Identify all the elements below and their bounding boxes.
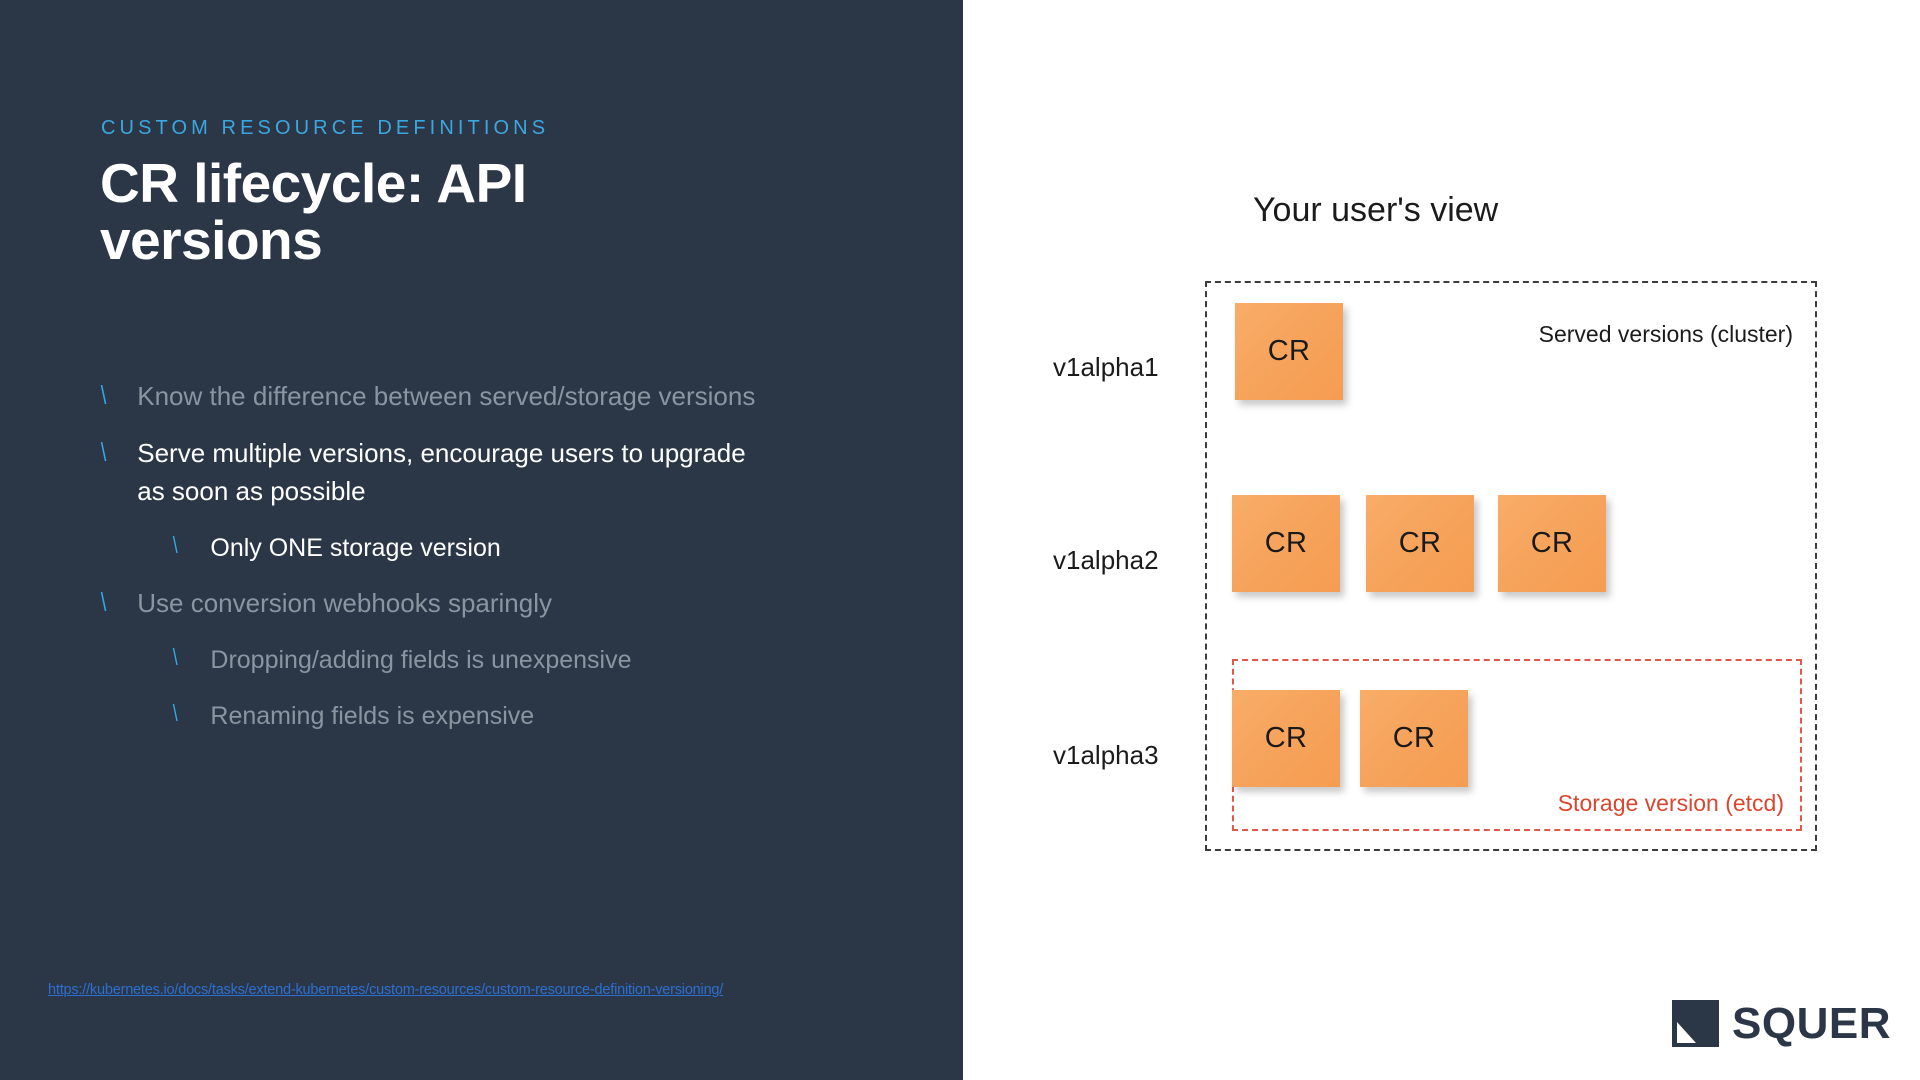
diagram-title: Your user's view bbox=[1253, 191, 1499, 229]
version-label-v1alpha3: v1alpha3 bbox=[1053, 740, 1159, 770]
served-versions-label: Served versions (cluster) bbox=[1538, 321, 1793, 347]
source-link[interactable]: https://kubernetes.io/docs/tasks/extend-… bbox=[48, 982, 724, 998]
list-item: \ Dropping/adding fields is unexpensive bbox=[100, 642, 830, 679]
list-item: \ Serve multiple versions, encourage use… bbox=[100, 435, 830, 511]
page-title: CR lifecycle: API versions bbox=[100, 152, 527, 271]
cr-card: CR bbox=[1366, 495, 1474, 592]
squer-mark-icon bbox=[1672, 1000, 1719, 1047]
list-item-label: Only ONE storage version bbox=[210, 533, 501, 562]
list-item-label: Know the difference between served/stora… bbox=[137, 381, 756, 411]
squer-wordmark: SQUER bbox=[1732, 998, 1891, 1048]
version-label-v1alpha1: v1alpha1 bbox=[1053, 352, 1159, 382]
list-item-label: Serve multiple versions, encourage users… bbox=[137, 437, 746, 506]
backslash-bullet-icon: \ bbox=[172, 699, 178, 726]
backslash-bullet-icon: \ bbox=[172, 644, 178, 671]
cr-card: CR bbox=[1235, 303, 1343, 400]
list-item: \ Renaming fields is expensive bbox=[100, 698, 830, 735]
cr-card: CR bbox=[1232, 690, 1340, 787]
list-item: \ Use conversion webhooks sparingly bbox=[100, 585, 830, 623]
cr-card: CR bbox=[1360, 690, 1468, 787]
squer-logo: SQUER bbox=[1672, 1000, 1891, 1047]
backslash-bullet-icon: \ bbox=[100, 587, 107, 618]
backslash-bullet-icon: \ bbox=[100, 380, 107, 410]
list-item-label: Renaming fields is expensive bbox=[210, 701, 535, 730]
bullet-list: \ Know the difference between served/sto… bbox=[100, 378, 830, 753]
backslash-bullet-icon: \ bbox=[100, 436, 107, 467]
slide-eyebrow: CUSTOM RESOURCE DEFINITIONS bbox=[101, 117, 550, 139]
cr-card: CR bbox=[1498, 495, 1606, 592]
list-item-label: Use conversion webhooks sparingly bbox=[137, 588, 553, 619]
served-versions-box: Served versions (cluster) bbox=[1205, 281, 1817, 851]
backslash-bullet-icon: \ bbox=[172, 531, 178, 558]
left-content-panel: CUSTOM RESOURCE DEFINITIONS CR lifecycle… bbox=[0, 0, 963, 1080]
version-label-v1alpha2: v1alpha2 bbox=[1053, 545, 1159, 575]
list-item-label: Dropping/adding fields is unexpensive bbox=[210, 646, 632, 675]
list-item: \ Only ONE storage version bbox=[100, 530, 830, 567]
list-item: \ Know the difference between served/sto… bbox=[100, 378, 830, 416]
cr-card: CR bbox=[1232, 495, 1340, 592]
storage-version-label: Storage version (etcd) bbox=[1557, 790, 1784, 816]
